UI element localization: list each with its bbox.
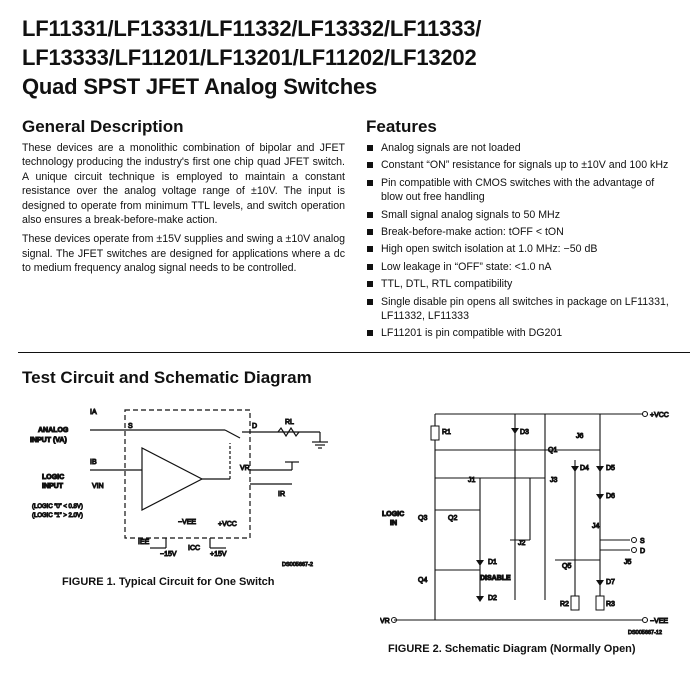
- fig2-label: R3: [606, 601, 615, 608]
- description-paragraph-2: These devices operate from ±15V supplies…: [22, 233, 345, 275]
- fig2-label: D7: [606, 579, 615, 586]
- fig2-label: Q2: [448, 515, 457, 522]
- fig1-iee: IEE: [138, 539, 150, 546]
- feature-item: TTL, DTL, RTL compatibility: [366, 277, 676, 291]
- fig2-label: R2: [560, 601, 569, 608]
- feature-item: Break-before-make action: tOFF < tON: [366, 225, 676, 239]
- fig1-analog-input: INPUT (VA): [30, 437, 67, 444]
- fig2-label: D: [640, 548, 645, 555]
- fig1-vcc: +VCC: [218, 521, 237, 528]
- fig2-vcc: +VCC: [650, 412, 669, 419]
- general-description-heading: General Description: [22, 117, 184, 136]
- fig2-in: IN: [390, 520, 397, 527]
- fig1-analog: ANALOG: [38, 427, 69, 434]
- fig2-ref: DS005667-12: [628, 630, 662, 636]
- general-description: These devices are a monolithic combinati…: [22, 141, 345, 281]
- section-divider: [18, 352, 690, 353]
- fig2-label: S: [640, 538, 645, 545]
- fig2-label: D2: [488, 595, 497, 602]
- fig2-label: Q1: [548, 447, 557, 454]
- fig1-p15: +15V: [210, 551, 227, 558]
- figure-2-schematic: +VCC −VEE VR LOGIC IN DISABLE R1 D3 Q1 J…: [380, 410, 669, 637]
- feature-item: Low leakage in “OFF” state: <1.0 nA: [366, 260, 676, 274]
- fig2-disable: DISABLE: [480, 575, 511, 582]
- feature-item: High open switch isolation at 1.0 MHz: −…: [366, 242, 676, 256]
- figure-1-circuit: IA S D RL ANALOG INPUT (VA) IB LOGIC INP…: [30, 409, 328, 569]
- fig2-label: J5: [624, 559, 632, 566]
- fig1-m15: −15V: [160, 551, 177, 558]
- fig2-label: J3: [550, 477, 558, 484]
- fig2-label: J6: [576, 433, 584, 440]
- feature-item: Constant “ON” resistance for signals up …: [366, 158, 676, 172]
- feature-item: LF11201 is pin compatible with DG201: [366, 326, 676, 340]
- fig1-ref: DS005667-2: [282, 562, 313, 568]
- title-line-3: Quad SPST JFET Analog Switches: [22, 74, 378, 99]
- fig2-label: Q5: [562, 563, 571, 570]
- fig1-rl: RL: [285, 419, 294, 426]
- document-title: LF11331/LF13331/LF11332/LF13332/LF11333/…: [22, 14, 682, 101]
- fig2-label: J4: [592, 523, 600, 530]
- driver-amplifier: [141, 447, 204, 511]
- fig2-label: D6: [606, 493, 615, 500]
- fig1-icc: ICC: [188, 545, 200, 552]
- fig2-label: Q4: [418, 577, 427, 584]
- fig2-label: D4: [580, 465, 589, 472]
- figure-2-caption: FIGURE 2. Schematic Diagram (Normally Op…: [388, 643, 636, 655]
- fig2-label: D5: [606, 465, 615, 472]
- fig1-logic: LOGIC: [42, 474, 64, 481]
- fig1-vr: VR: [240, 465, 250, 472]
- fig1-input: INPUT: [42, 483, 64, 490]
- features-heading: Features: [366, 117, 437, 136]
- features-list: Analog signals are not loaded Constant “…: [366, 141, 676, 344]
- fig1-vin: VIN: [92, 483, 104, 490]
- fig2-label: J1: [468, 477, 476, 484]
- feature-item: Single disable pin opens all switches in…: [366, 295, 676, 324]
- fig1-d: D: [252, 423, 257, 430]
- fig2-vr: VR: [380, 618, 390, 625]
- title-line-1: LF11331/LF13331/LF11332/LF13332/LF11333/: [22, 16, 482, 41]
- fig2-label: Q3: [418, 515, 427, 522]
- chip-outline: [124, 409, 251, 539]
- fig2-label: J2: [518, 540, 526, 547]
- fig2-logic: LOGIC: [382, 511, 404, 518]
- fig1-ib: IB: [90, 459, 97, 466]
- fig1-logic0: (LOGIC “0” < 0.8V): [32, 504, 83, 510]
- section-heading: Test Circuit and Schematic Diagram: [22, 368, 312, 387]
- feature-item: Small signal analog signals to 50 MHz: [366, 208, 676, 222]
- title-line-2: LF13333/LF11201/LF13201/LF11202/LF13202: [22, 45, 477, 70]
- description-paragraph-1: These devices are a monolithic combinati…: [22, 142, 345, 227]
- fig1-ir: IR: [278, 491, 285, 498]
- fig2-vee: −VEE: [650, 618, 668, 625]
- feature-item: Pin compatible with CMOS switches with t…: [366, 176, 676, 205]
- fig2-label: D3: [520, 429, 529, 436]
- feature-item: Analog signals are not loaded: [366, 141, 676, 155]
- load-resistor: [277, 426, 300, 438]
- fig2-label: D1: [488, 559, 497, 566]
- fig1-logic1: (LOGIC “1” > 2.0V): [32, 513, 83, 519]
- fig1-ia: IA: [90, 409, 97, 416]
- fig1-vee: −VEE: [178, 519, 196, 526]
- figure-1-caption: FIGURE 1. Typical Circuit for One Switch: [62, 576, 275, 588]
- fig2-label: R1: [442, 429, 451, 436]
- fig1-s: S: [128, 423, 133, 430]
